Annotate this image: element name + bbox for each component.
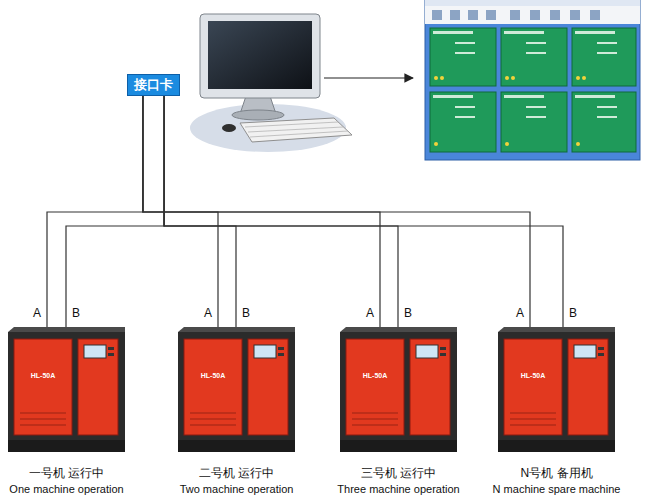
signal-name: B (403, 307, 413, 320)
signal-name: A (203, 307, 213, 320)
signal-name: B (241, 307, 251, 320)
signal-name: A (515, 307, 525, 320)
compressor-unit: N号机 备用机N machine spare machineHL-50A (498, 327, 615, 452)
compressor-illustration (340, 327, 457, 452)
signal-name: A (365, 307, 375, 320)
model-plate: HL-50A (348, 371, 402, 380)
bus-wire (47, 96, 143, 327)
interface-card: 接口卡 (127, 74, 180, 96)
bus-wire (143, 96, 530, 327)
unit-caption: 一号机 运行中 (29, 466, 104, 480)
monitor-frame (200, 14, 320, 98)
bus-wire (164, 96, 563, 327)
compressor-unit: 三号机 运行中Three machine operationHL-50A (340, 327, 457, 452)
compressor-illustration (498, 327, 615, 452)
card-label: 接口卡 (134, 77, 173, 93)
compressor-unit: 二号机 运行中Two machine operationHL-50A (178, 327, 295, 452)
model-plate: HL-50A (16, 371, 70, 380)
unit-caption-english: One machine operation (9, 483, 123, 496)
monitor-base (232, 110, 284, 120)
unit-caption: 二号机 运行中 (199, 466, 274, 480)
compressor-illustration (8, 327, 125, 452)
monitor-screen (208, 21, 312, 89)
keyboard (240, 118, 352, 142)
arrow (324, 77, 413, 78)
compressor-unit: 一号机 运行中One machine operationHL-50A (8, 327, 125, 452)
unit-caption-english: N machine spare machine (493, 483, 621, 496)
model-plate: HL-50A (186, 371, 240, 380)
unit-caption: N号机 备用机 (521, 466, 593, 480)
model-plate: HL-50A (506, 371, 560, 380)
unit-caption-english: Two machine operation (180, 483, 294, 496)
unit-caption-english: Three machine operation (337, 483, 459, 496)
software-screenshot (425, 0, 640, 160)
keyboard-keys (245, 122, 348, 137)
signal-name: A (32, 307, 42, 320)
signal-name: B (568, 307, 578, 320)
unit-caption: 三号机 运行中 (361, 466, 436, 480)
compressor-illustration (178, 327, 295, 452)
mouse (222, 124, 236, 132)
signal-name: B (71, 307, 81, 320)
